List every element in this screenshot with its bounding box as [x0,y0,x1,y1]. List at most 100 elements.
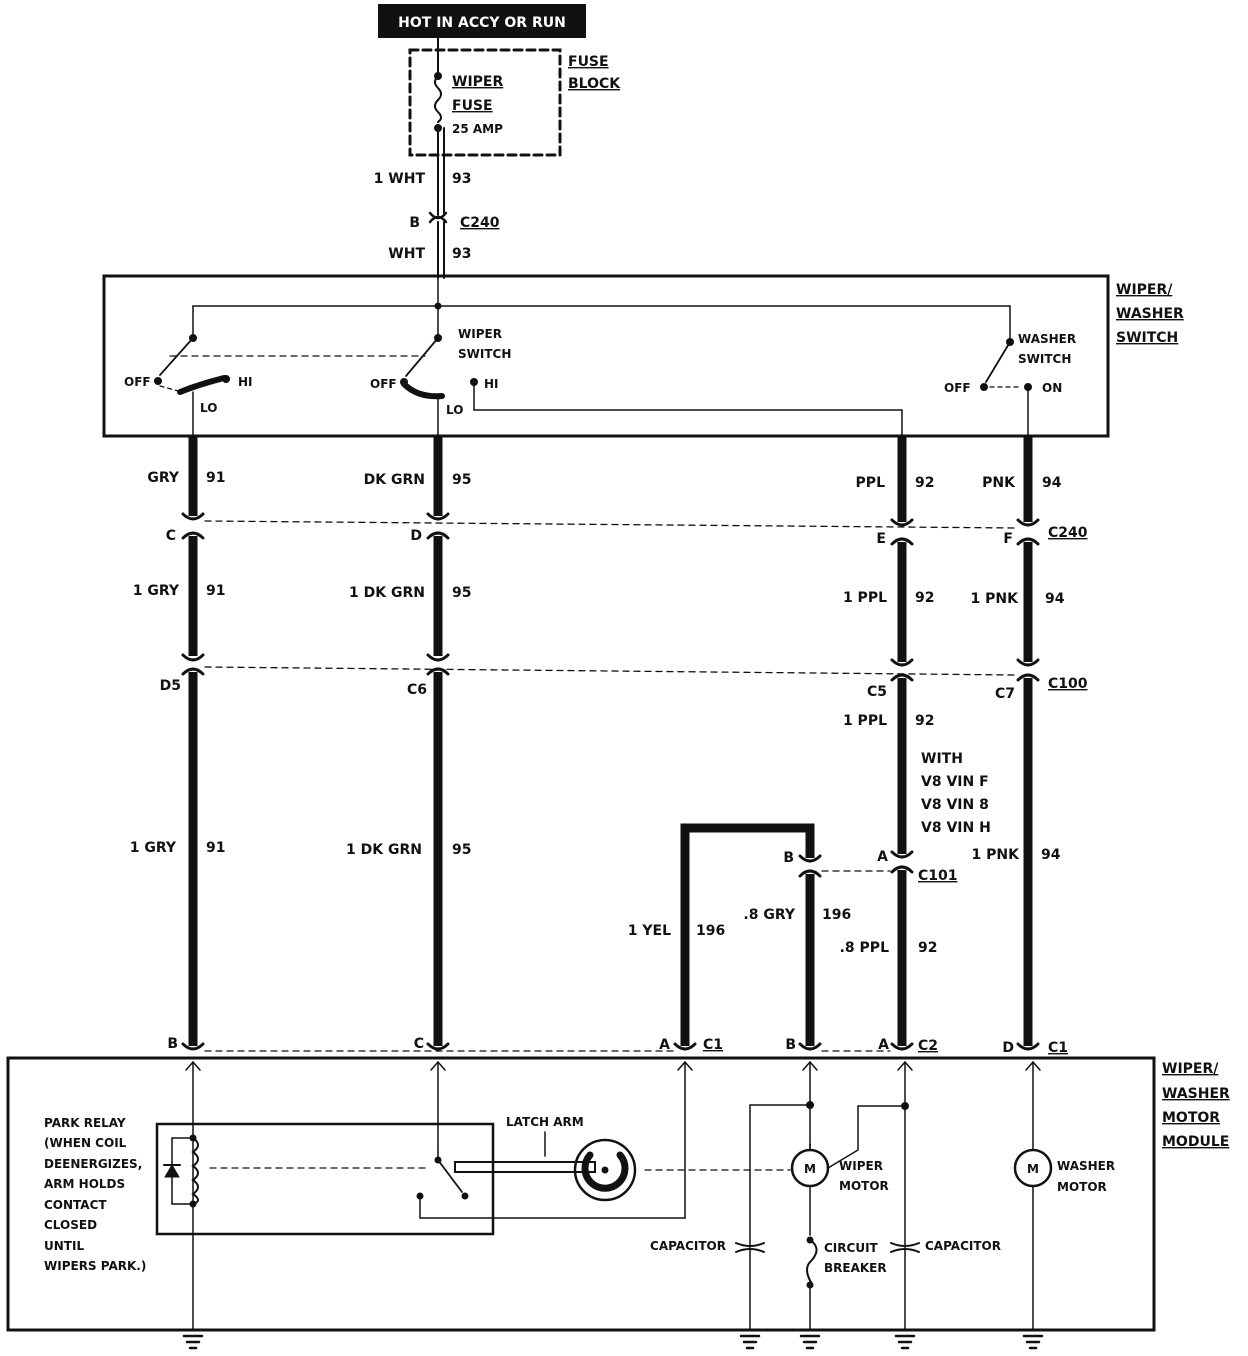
w2-top-color: DK GRN [364,472,425,488]
motor-module-box [6,1056,1156,1332]
w4-c100-pin: C7 [995,686,1015,702]
vin-note-1: WITH [921,751,963,767]
fuse-name: WIPER [452,74,503,90]
w3-mid-circuit: 92 [915,590,934,606]
w1-c100-pin: D5 [160,678,181,694]
washer-motor-label-2: MOTOR [1057,1180,1107,1194]
module-title-2: WASHER [1162,1086,1230,1102]
w3-c101-pin: A [877,849,888,865]
w1-mid-color: 1 GRY [133,583,180,599]
w3-module-pin: A [878,1037,889,1053]
w4-module-pin: D [1002,1040,1014,1056]
w1-top-color: GRY [147,470,180,486]
w1-low-color: 1 GRY [130,840,177,856]
w3-c240-pin: E [876,531,886,547]
gry8-c101-pin: B [783,850,794,866]
circuit-breaker-label-2: BREAKER [824,1261,887,1275]
park-relay-line: (WHEN COIL [44,1136,127,1150]
w3-top-circuit: 92 [915,475,934,491]
park-relay-box [155,1122,495,1236]
w1-mid-circuit: 91 [206,583,225,599]
w2-mid-color: 1 DK GRN [349,585,425,601]
left-off: OFF [124,375,151,389]
latch-cam [573,1138,637,1202]
park-relay-line: WIPERS PARK.) [44,1259,146,1273]
feed-upper-color: 1 WHT [374,171,426,187]
left-lo: LO [200,401,217,415]
w1-top-circuit: 91 [206,470,225,486]
fuse-block-title-2: BLOCK [568,76,621,92]
switch-title-2: WASHER [1116,306,1184,322]
w4-mid-color: 1 PNK [971,591,1020,607]
center-off: OFF [370,377,397,391]
ground-symbols [179,1328,1047,1350]
fuse-block-box [408,48,562,157]
fuse-rating: 25 AMP [452,122,503,136]
c2-label: C2 [918,1038,938,1054]
left-hi: HI [238,375,253,389]
wiper-motor-m: M [804,1162,816,1176]
capacitor-symbols [735,1242,920,1253]
module-title-4: MODULE [1162,1134,1229,1150]
w2-low-color: 1 DK GRN [346,842,422,858]
vin-note-4: V8 VIN H [921,820,991,836]
fuse-symbol [434,75,442,123]
center-lo: LO [446,403,463,417]
w2-c240-pin: D [410,528,422,544]
w2-top-circuit: 95 [452,472,471,488]
w1-module-pin: B [167,1036,178,1052]
washer-off: OFF [944,381,971,395]
wiper-washer-switch-box [102,274,1110,438]
c1-right-label: C1 [1048,1040,1068,1056]
w1-low-circuit: 91 [206,840,225,856]
power-label: HOT IN ACCY OR RUN [398,15,566,31]
power-label-box [378,4,586,38]
switch-title-3: SWITCH [1116,330,1178,346]
capacitor-left-label: CAPACITOR [650,1239,726,1253]
park-relay-line: CLOSED [44,1218,97,1232]
feed-lower-circuit: 93 [452,246,471,262]
washer-motor-m: M [1027,1162,1039,1176]
park-relay-line: ARM HOLDS [44,1177,125,1191]
feed-lower-color: WHT [388,246,425,262]
wiper-motor-label-2: MOTOR [839,1179,889,1193]
c101-label: C101 [918,868,958,884]
w3-bottom-color: .8 PPL [840,940,889,956]
w2-mid-circuit: 95 [452,585,471,601]
w2-c100-pin: C6 [407,682,427,698]
yel-circuit: 196 [696,923,725,939]
gry8-module-pin: B [785,1037,796,1053]
w3-bottom-circuit: 92 [918,940,937,956]
park-relay-line: CONTACT [44,1198,107,1212]
washer-motor-label: WASHER [1057,1159,1115,1173]
w4-top-circuit: 94 [1042,475,1062,491]
w3-low-color: 1 PPL [843,713,887,729]
circuit-breaker-symbol [806,1239,818,1285]
feed-pin: B [409,215,420,231]
capacitor-right-label: CAPACITOR [925,1239,1001,1253]
vin-note-3: V8 VIN 8 [921,797,989,813]
c240-label: C240 [1048,525,1088,541]
w2-module-pin: C [414,1036,424,1052]
wiper-switch-label: WIPER [458,327,502,341]
feed-upper-circuit: 93 [452,171,471,187]
circuit-breaker-label: CIRCUIT [824,1241,879,1255]
fuse-block-title: FUSE [568,54,609,70]
latch-arm-label: LATCH ARM [506,1115,584,1129]
wiper-motor-label: WIPER [839,1159,883,1173]
w3-top-color: PPL [856,475,886,491]
park-relay-line: PARK RELAY [44,1116,126,1130]
harness-wires [188,436,1033,1046]
switch-title: WIPER/ [1116,282,1173,298]
yel-color: 1 YEL [628,923,671,939]
c100-label: C100 [1048,676,1088,692]
gry8-circuit: 196 [822,907,851,923]
washer-switch-label-2: SWITCH [1018,352,1071,366]
relay-coil [191,1137,199,1205]
w4-mid-circuit: 94 [1045,591,1065,607]
module-title: WIPER/ [1162,1061,1219,1077]
w2-low-circuit: 95 [452,842,471,858]
w3-mid-color: 1 PPL [843,590,887,606]
washer-switch-label: WASHER [1018,332,1076,346]
